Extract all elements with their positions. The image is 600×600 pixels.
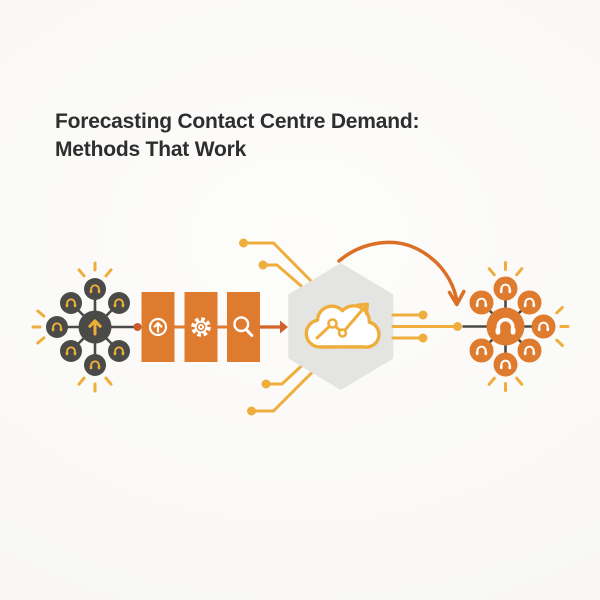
source-cluster-rays: [31, 261, 113, 393]
satellite-headset-node: [108, 340, 130, 362]
circuit-traces-right: [391, 310, 462, 343]
satellite-headset-node: [531, 314, 556, 339]
source-satellites: [46, 278, 130, 376]
step-analyze: [227, 292, 260, 362]
satellite-headset-node: [84, 354, 106, 376]
gear-icon: [191, 317, 211, 337]
satellite-headset-node: [517, 338, 542, 363]
process-steps: [141, 292, 288, 362]
page-title-line2: Methods That Work: [55, 137, 247, 161]
source-cluster: [31, 261, 142, 393]
circled-up-arrow-icon: [148, 317, 168, 337]
satellite-headset-node: [493, 352, 518, 377]
search-icon: [233, 316, 254, 337]
output-cluster-rays: [487, 261, 570, 392]
satellite-headset-node: [469, 338, 494, 363]
satellite-headset-node: [60, 292, 82, 314]
curved-arrow: [337, 240, 466, 307]
connector-dot: [133, 323, 142, 331]
satellite-headset-node: [46, 316, 68, 338]
satellite-headset-node: [517, 290, 542, 315]
output-cluster: [462, 261, 570, 392]
circuit-trace-dots-left: [239, 238, 271, 416]
output-hub: [486, 307, 525, 346]
satellite-headset-node: [493, 276, 518, 301]
source-hub: [78, 310, 112, 344]
arrow-to-hexagon: [260, 320, 288, 334]
circuit-traces-left: [242, 241, 314, 413]
page-title: Forecasting Contact Centre Demand: Metho…: [55, 108, 535, 164]
satellite-headset-node: [60, 340, 82, 362]
step-process: [184, 292, 218, 362]
up-arrow-icon: [88, 319, 102, 336]
step-collect: [141, 292, 175, 362]
satellite-headset-node: [469, 290, 494, 315]
satellite-headset-node: [84, 278, 106, 300]
satellite-headset-node: [108, 292, 130, 314]
output-satellites: [469, 276, 556, 377]
cloud-trend-icon: [304, 302, 381, 349]
page-title-line1: Forecasting Contact Centre Demand:: [55, 110, 420, 133]
forecast-hexagon: [288, 263, 394, 390]
